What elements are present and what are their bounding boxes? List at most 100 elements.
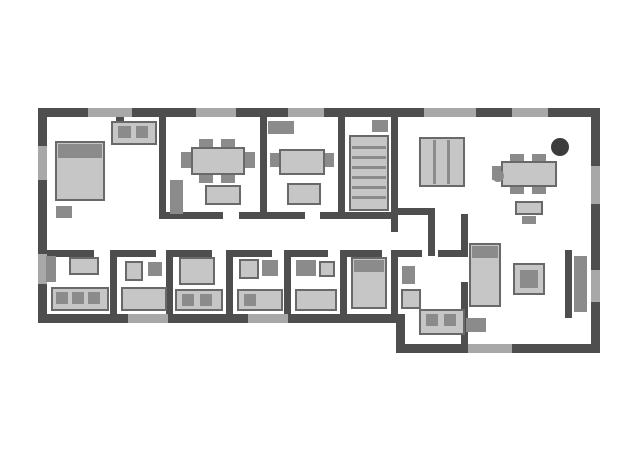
stair-tread bbox=[352, 196, 386, 199]
side-item bbox=[522, 216, 536, 224]
chair bbox=[532, 187, 546, 194]
chair bbox=[199, 175, 213, 183]
table-top bbox=[520, 270, 538, 288]
window bbox=[288, 108, 324, 117]
sofa bbox=[205, 185, 241, 205]
stair-tread bbox=[352, 176, 386, 179]
drawer bbox=[200, 294, 212, 306]
window bbox=[591, 270, 600, 302]
room-divider bbox=[284, 250, 291, 314]
interior-wall bbox=[565, 250, 572, 318]
bed bbox=[179, 257, 215, 285]
table bbox=[279, 149, 325, 175]
interior-wall bbox=[398, 208, 434, 215]
toilet bbox=[125, 261, 143, 281]
washer bbox=[401, 289, 421, 309]
corridor-wall bbox=[340, 250, 382, 257]
interior-wall bbox=[391, 117, 398, 232]
window bbox=[128, 314, 168, 323]
interior-wall bbox=[320, 212, 398, 219]
pillow bbox=[354, 260, 384, 272]
chair bbox=[532, 154, 546, 161]
stair-tread bbox=[352, 166, 386, 169]
shelf-divider bbox=[447, 140, 450, 184]
desk bbox=[501, 161, 557, 187]
sink bbox=[262, 260, 278, 276]
interior-wall bbox=[338, 117, 345, 219]
room-divider bbox=[166, 250, 173, 314]
cabinet bbox=[466, 318, 486, 332]
extension-wall-left bbox=[396, 314, 405, 353]
sink bbox=[56, 292, 68, 304]
chair bbox=[221, 139, 235, 147]
drawer bbox=[426, 314, 438, 326]
cabinet bbox=[296, 260, 316, 276]
bathtub bbox=[121, 287, 167, 311]
corridor-wall bbox=[396, 250, 422, 257]
cabinet bbox=[295, 289, 337, 311]
stair-tread bbox=[352, 156, 386, 159]
toilet bbox=[239, 259, 259, 279]
stair-tread bbox=[352, 146, 386, 149]
window bbox=[88, 108, 132, 117]
pillow bbox=[58, 144, 102, 158]
interior-wall bbox=[461, 214, 468, 256]
window bbox=[38, 254, 47, 284]
cabinet bbox=[268, 121, 294, 134]
interior-wall bbox=[428, 208, 435, 256]
sink bbox=[148, 262, 162, 276]
shelf bbox=[574, 256, 587, 312]
nightstand bbox=[56, 206, 72, 218]
window bbox=[248, 314, 288, 323]
drawer bbox=[182, 294, 194, 306]
window bbox=[196, 108, 236, 117]
shelf-divider bbox=[433, 140, 436, 184]
window bbox=[512, 108, 548, 117]
cabinet bbox=[419, 137, 465, 187]
chair bbox=[510, 187, 524, 194]
table bbox=[69, 257, 99, 275]
sink bbox=[118, 126, 131, 138]
window bbox=[468, 344, 512, 353]
interior-wall bbox=[239, 212, 305, 219]
room-divider bbox=[110, 250, 117, 314]
drawer bbox=[444, 314, 456, 326]
chair bbox=[325, 153, 334, 167]
chair bbox=[270, 153, 279, 167]
side-table bbox=[515, 201, 543, 215]
chair bbox=[245, 152, 255, 168]
outer-wall-bottom-left bbox=[38, 314, 404, 323]
room-divider bbox=[391, 250, 398, 314]
corridor-wall bbox=[170, 250, 212, 257]
room-divider bbox=[226, 250, 233, 314]
cabinet bbox=[402, 266, 415, 284]
sink bbox=[88, 292, 100, 304]
stove bbox=[72, 292, 84, 304]
chair bbox=[181, 152, 191, 168]
outer-wall-right bbox=[591, 108, 600, 353]
interior-wall bbox=[159, 117, 166, 219]
plant bbox=[492, 170, 504, 182]
corridor-wall bbox=[110, 250, 156, 257]
room-divider bbox=[340, 250, 347, 314]
stair-landing bbox=[372, 120, 388, 132]
chair bbox=[199, 139, 213, 147]
sink bbox=[319, 261, 335, 277]
corridor-wall bbox=[286, 250, 328, 257]
corridor-wall bbox=[438, 250, 468, 257]
window bbox=[38, 146, 47, 180]
round-table bbox=[551, 138, 569, 156]
stair-tread bbox=[352, 186, 386, 189]
shelf bbox=[46, 256, 56, 282]
stove bbox=[136, 126, 148, 138]
sofa bbox=[287, 183, 321, 205]
interior-wall bbox=[159, 212, 223, 219]
drain bbox=[244, 294, 256, 306]
corridor-wall bbox=[226, 250, 272, 257]
corridor-wall bbox=[46, 250, 94, 257]
dining-table bbox=[191, 147, 245, 175]
cabinet bbox=[170, 180, 183, 214]
pillow bbox=[472, 246, 498, 258]
